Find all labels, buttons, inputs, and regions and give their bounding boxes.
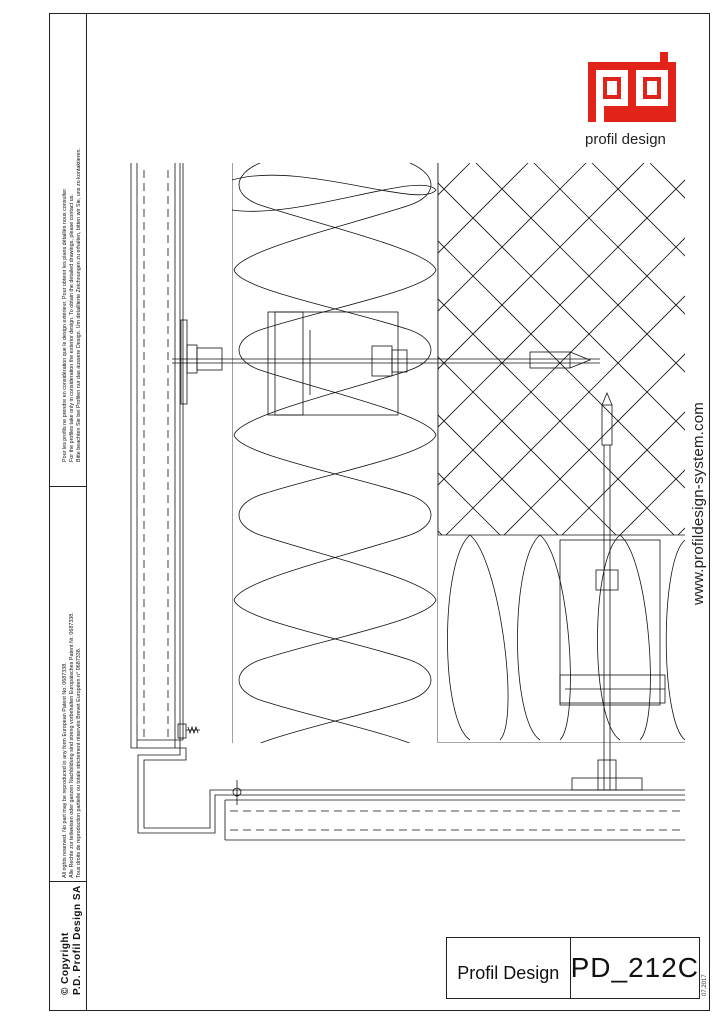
- title-block-code: PD_212C: [570, 952, 699, 983]
- info-strip: [49, 13, 87, 1011]
- insulation-layer-left: [232, 163, 438, 743]
- mesh-line: [708, 163, 723, 563]
- title-block: Profil Design PD_212C: [446, 937, 700, 999]
- mesh-line: [708, 163, 723, 563]
- title-block-company: Profil Design: [447, 938, 571, 998]
- anchor-bolt-upper: [172, 311, 600, 416]
- strip-divider: [49, 881, 87, 882]
- mesh-line: [438, 472, 501, 535]
- vertical-frame-profile: [130, 163, 184, 749]
- mesh-line: [503, 353, 685, 535]
- mesh-line: [619, 469, 685, 535]
- strip-divider: [49, 486, 87, 487]
- anchor-bolt-lower: [559, 391, 666, 791]
- mesh-line: [677, 527, 685, 535]
- mesh-line: [445, 295, 685, 535]
- corner-screw: [177, 723, 200, 739]
- website-url[interactable]: www.profildesign-system.com: [690, 402, 707, 605]
- mesh-line: [649, 163, 685, 199]
- mesh-line: [533, 163, 685, 315]
- mesh-line: [591, 163, 685, 257]
- profil-design-logo: [588, 52, 676, 122]
- mesh-line: [438, 163, 587, 312]
- insulation-layer-right: [438, 535, 685, 743]
- title-block-date: 07.2017: [702, 974, 708, 996]
- logo-wordmark: profil design: [585, 131, 666, 148]
- mesh-line: [438, 163, 529, 254]
- mesh-line: [438, 414, 559, 535]
- mesh-line: [561, 411, 685, 535]
- drawing-sheet-border: [49, 13, 710, 1011]
- corner-bracket: [137, 747, 685, 841]
